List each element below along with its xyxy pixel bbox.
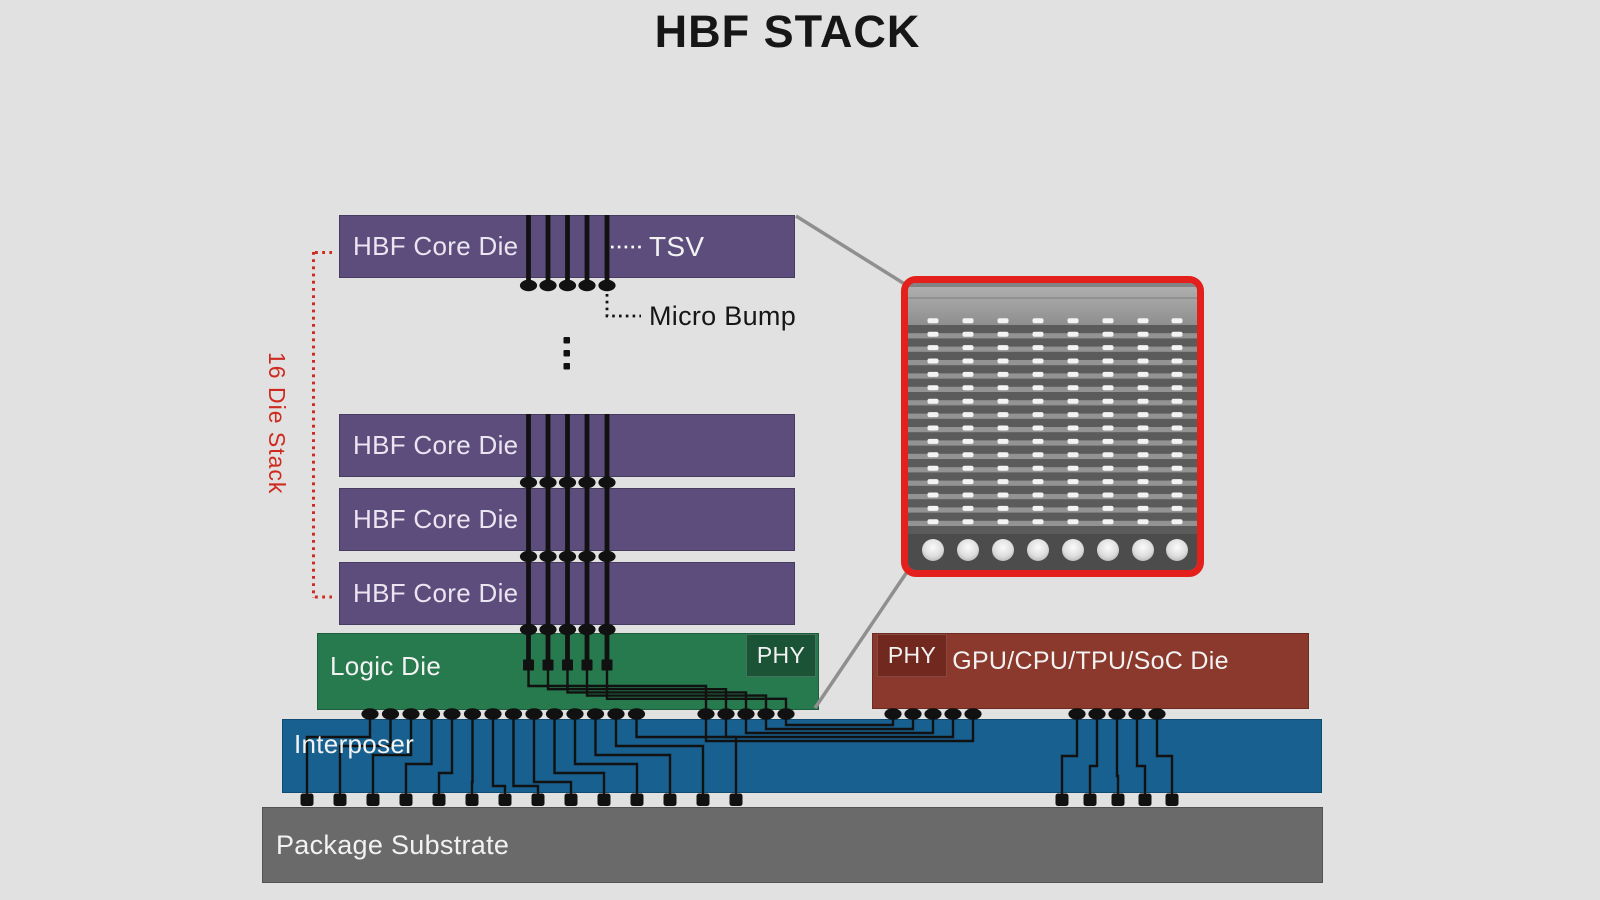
stack-ellipsis <box>563 337 570 370</box>
diagram-title: HBF STACK <box>654 6 921 57</box>
core-die-label-1: HBF Core Die <box>353 231 519 261</box>
die-stack-count-label: 16 Die Stack <box>264 352 290 495</box>
die-stack-bracket <box>312 251 332 599</box>
package-substrate-label: Package Substrate <box>276 829 510 860</box>
tsv-callout-label: TSV <box>649 231 705 262</box>
soc-die-label: GPU/CPU/TPU/SoC Die <box>952 646 1229 675</box>
interposer-top-bumps <box>361 708 1166 720</box>
interposer-label: Interposer <box>294 728 415 759</box>
die-stack-micrograph <box>901 276 1204 577</box>
micro-bump-callout-label: Micro Bump <box>649 300 797 331</box>
logic-phy-label: PHY <box>756 642 806 668</box>
package-substrate-block <box>262 807 1323 883</box>
logic-die-label: Logic Die <box>330 650 442 681</box>
interposer-block <box>282 719 1322 793</box>
core-die-label-4: HBF Core Die <box>353 578 519 608</box>
c4-bump-row <box>300 793 1179 806</box>
core-die-label-3: HBF Core Die <box>353 504 519 534</box>
micrograph-content <box>908 283 1197 570</box>
core-die-label-2: HBF Core Die <box>353 430 519 460</box>
soc-phy-label: PHY <box>887 642 937 668</box>
